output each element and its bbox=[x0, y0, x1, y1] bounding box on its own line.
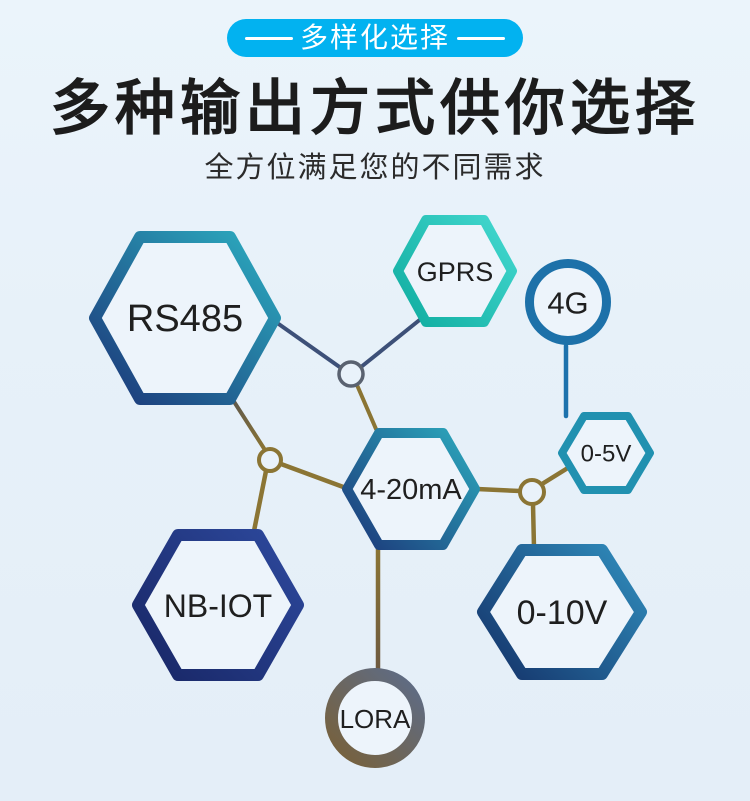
node-gprs-hexagon bbox=[393, 215, 517, 327]
edge-hub3-420ma bbox=[474, 486, 523, 494]
node-420ma-hexagon bbox=[342, 428, 480, 550]
banner-dash-left bbox=[244, 36, 293, 40]
node-nbiot-label: NB-IOT bbox=[164, 588, 272, 624]
edge-hub1-420ma bbox=[355, 383, 378, 431]
node-rs485-hexagon bbox=[89, 231, 281, 405]
edge-hub2-420ma bbox=[278, 461, 349, 491]
node-nbiot-hexagon bbox=[132, 529, 304, 681]
node-4g-label: 4G bbox=[547, 286, 588, 321]
node-420ma-label: 4-20mA bbox=[360, 474, 462, 506]
edge-hub3-05v bbox=[539, 463, 574, 487]
node-rs485-label: RS485 bbox=[127, 298, 243, 340]
node-05v-label: 0-5V bbox=[581, 441, 632, 468]
banner-row: 多样化选择 bbox=[0, 0, 750, 57]
edge-hub2-nbiot bbox=[251, 468, 269, 534]
node-010v-label: 0-10V bbox=[517, 594, 608, 632]
edge-gprs-hub1 bbox=[359, 316, 424, 369]
node-gprs-label: GPRS bbox=[417, 257, 494, 287]
node-05v-hexagon bbox=[558, 412, 654, 494]
edge-hub3-010v bbox=[530, 501, 537, 551]
node-4g-circle bbox=[525, 259, 611, 345]
hub-circle-1 bbox=[337, 360, 365, 388]
page-subtitle: 全方位满足您的不同需求 bbox=[204, 152, 546, 184]
edge-rs485-hub1 bbox=[271, 318, 343, 370]
hub-circle-2 bbox=[257, 447, 283, 473]
section-banner: 多样化选择 bbox=[226, 19, 523, 57]
node-010v-hexagon bbox=[477, 544, 647, 680]
banner-dash-right bbox=[457, 36, 505, 40]
banner-label: 多样化选择 bbox=[299, 22, 450, 53]
edge-rs485-hub2 bbox=[229, 395, 267, 452]
node-lora-label: LORA bbox=[340, 704, 411, 734]
page-title: 多种输出方式供你选择 bbox=[50, 75, 700, 142]
node-lora-circle bbox=[325, 668, 425, 768]
hub-circle-3 bbox=[518, 478, 546, 506]
